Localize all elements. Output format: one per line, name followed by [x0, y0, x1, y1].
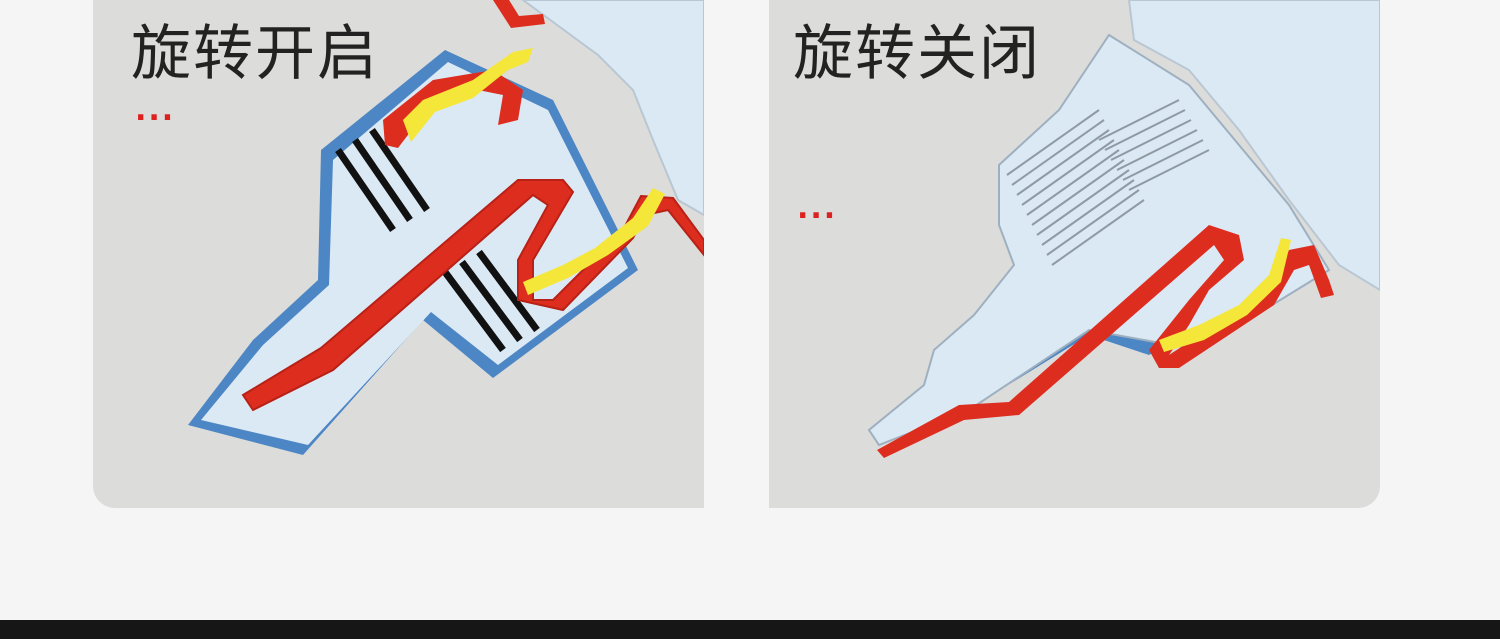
rotate-open-ellipsis: ...: [135, 96, 175, 126]
rotate-close-ellipsis: ...: [797, 194, 837, 224]
bottom-bar: [0, 620, 1500, 639]
rotate-open-title: 旋转开启: [131, 16, 379, 92]
rotate-close-title: 旋转关闭: [793, 16, 1041, 92]
rotate-close-panel: 旋转关闭 ...: [769, 0, 1380, 508]
rotate-open-panel: 旋转开启 ...: [93, 0, 704, 508]
